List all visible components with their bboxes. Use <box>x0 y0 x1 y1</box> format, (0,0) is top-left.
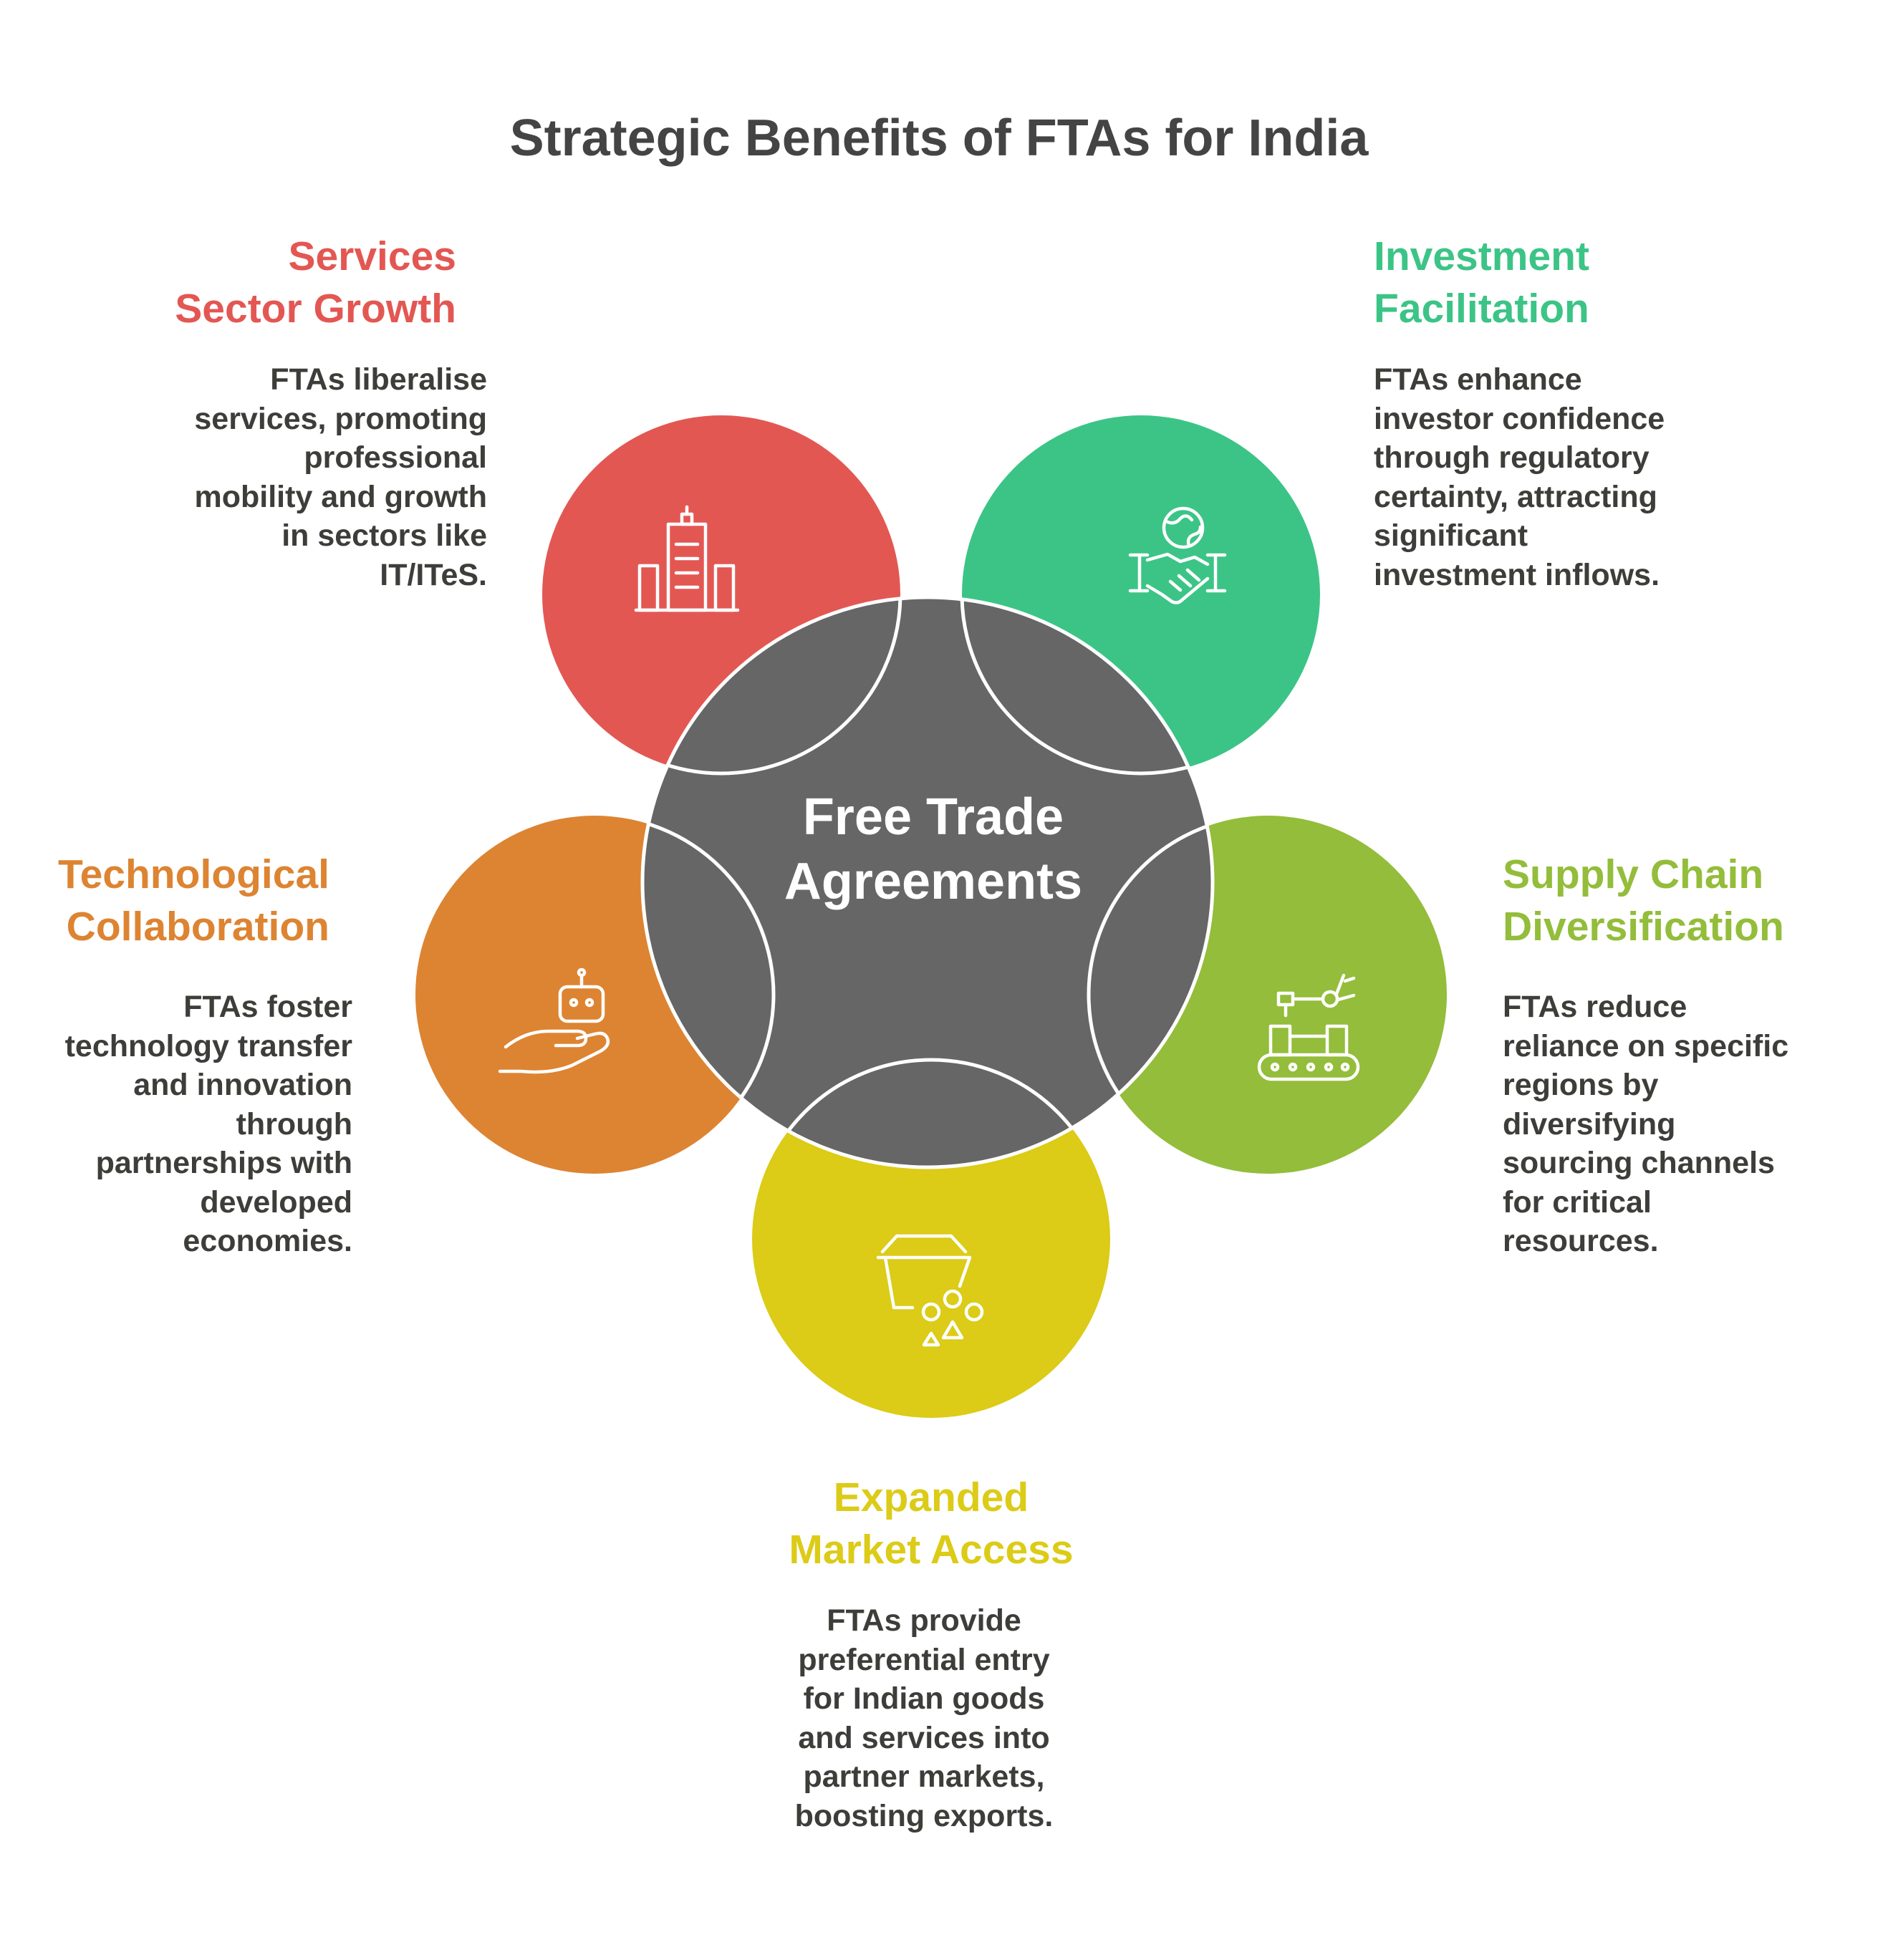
desc-services: FTAs liberalise services, promoting prof… <box>194 362 487 592</box>
heading-services: Services Sector Growth <box>175 233 456 332</box>
section-supply-desc: FTAs reduce reliance on specific regions… <box>1503 988 1861 1261</box>
desc-market: FTAs provide preferential entry for Indi… <box>794 1603 1054 1833</box>
center-hub-outline <box>640 595 1215 1169</box>
section-supply: Supply Chain Diversification <box>1503 849 1861 953</box>
section-market-desc: FTAs provide preferential entry for Indi… <box>716 1601 1132 1835</box>
center-label-line: Free Trade <box>803 788 1064 846</box>
center-label-line: Agreements <box>784 853 1082 910</box>
desc-investment: FTAs enhance investor confidence through… <box>1374 362 1665 592</box>
center-hub <box>642 597 1213 1167</box>
page-title: Strategic Benefits of FTAs for India <box>509 110 1369 167</box>
heading-supply: Supply Chain Diversification <box>1503 851 1784 950</box>
heading-market: Expanded Market Access <box>789 1474 1074 1573</box>
section-investment-desc: FTAs enhance investor confidence through… <box>1374 360 1818 594</box>
overlap-arcs <box>642 597 1213 1167</box>
section-services-desc: FTAs liberalise services, promoting prof… <box>43 360 487 594</box>
desc-supply: FTAs reduce reliance on specific regions… <box>1503 990 1789 1258</box>
section-investment: Investment Facilitation <box>1374 231 1804 335</box>
heading-tech: Technological Collaboration <box>58 851 329 950</box>
section-tech: Technological Collaboration <box>0 849 329 953</box>
buildings-icon <box>634 505 740 612</box>
conveyor-robot-arm-icon <box>1257 973 1360 1081</box>
heading-investment: Investment Facilitation <box>1374 233 1589 332</box>
section-tech-desc: FTAs foster technology transfer and inno… <box>0 988 352 1261</box>
section-services: Services Sector Growth <box>27 231 456 335</box>
shopping-basket-icon <box>876 1234 984 1347</box>
section-market: Expanded Market Access <box>716 1472 1146 1576</box>
robot-hand-icon <box>498 967 610 1074</box>
globe-handshake-icon <box>1128 506 1227 604</box>
desc-tech: FTAs foster technology transfer and inno… <box>64 990 352 1258</box>
